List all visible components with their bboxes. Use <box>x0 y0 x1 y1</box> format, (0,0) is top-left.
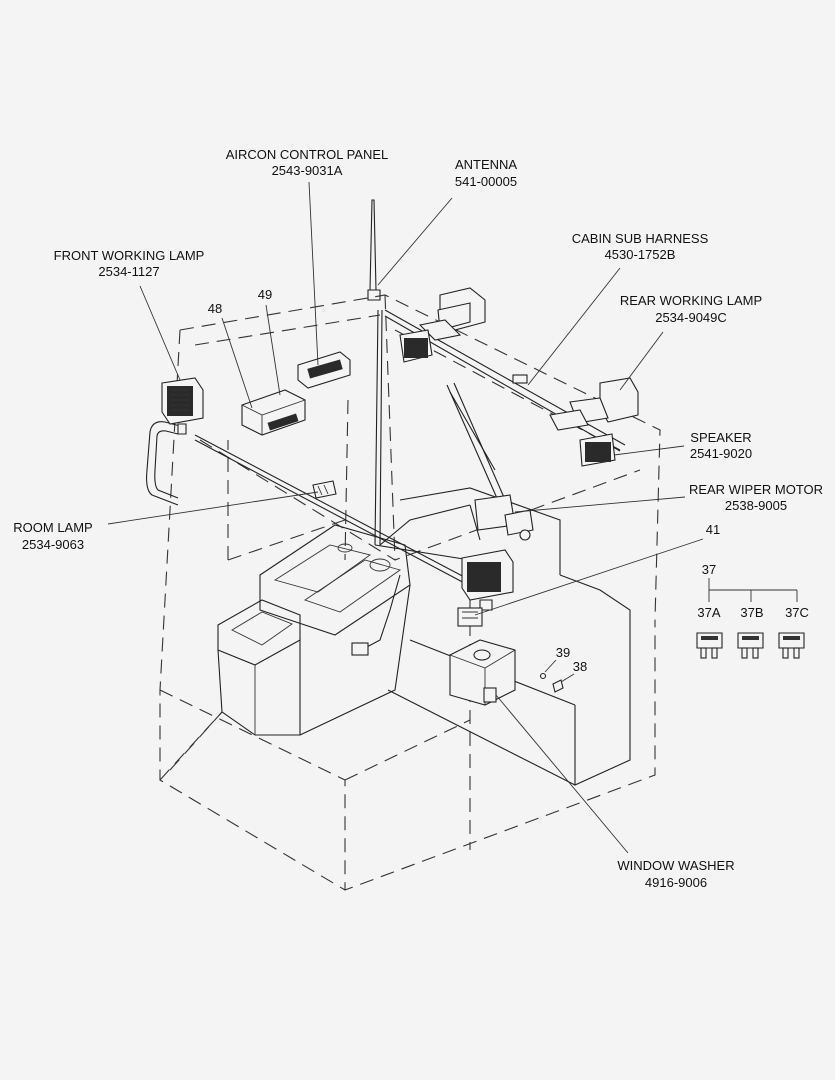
rear-lamp-label: REAR WORKING LAMP <box>620 293 762 308</box>
leader-lines <box>107 181 798 854</box>
callout-37b: 37B <box>740 605 763 620</box>
fuse-37a <box>696 632 723 659</box>
room-lamp-part <box>312 480 337 499</box>
front-working-lamp <box>161 377 204 435</box>
rear-wiper-part-number: 2538-9005 <box>725 498 787 513</box>
connectors <box>351 374 528 656</box>
grab-rail <box>146 421 181 506</box>
rear-wiper-label: REAR WIPER MOTOR <box>689 482 823 497</box>
aircon-panel <box>297 351 351 389</box>
front-lamp-label: FRONT WORKING LAMP <box>54 248 205 263</box>
screws <box>539 672 564 693</box>
front-lamp-2 <box>461 549 514 611</box>
room-lamp-label: ROOM LAMP <box>13 520 92 535</box>
antenna-label: ANTENNA <box>455 157 517 172</box>
window-washer-part-number: 4916-9006 <box>645 875 707 890</box>
cabin-harness-part-number: 4530-1752B <box>605 247 676 262</box>
speaker-part <box>579 433 616 467</box>
aircon-part-number: 2543-9031A <box>272 163 343 178</box>
speaker-part-number: 2541-9020 <box>690 446 752 461</box>
speaker-label: SPEAKER <box>690 430 751 445</box>
seat-console <box>217 487 631 786</box>
fuse-37b <box>737 632 764 659</box>
rear-working-lamp-1 <box>399 287 486 363</box>
cabin-harness-label: CABIN SUB HARNESS <box>572 231 709 246</box>
antenna-part-number: 541-00005 <box>455 174 517 189</box>
rear-lamp-part-number: 2534-9049C <box>655 310 727 325</box>
callout-37c: 37C <box>785 605 809 620</box>
rear-working-lamp-2 <box>549 377 639 431</box>
fuse-37c <box>778 632 805 659</box>
cabin-outline <box>159 294 661 891</box>
window-washer-label: WINDOW WASHER <box>617 858 734 873</box>
room-lamp-part-number: 2534-9063 <box>22 537 84 552</box>
callout-41: 41 <box>706 522 720 537</box>
callout-38: 38 <box>573 659 587 674</box>
callout-37a: 37A <box>697 605 720 620</box>
front-lamp-part-number: 2534-1127 <box>98 264 159 279</box>
callout-39: 39 <box>556 645 570 660</box>
callout-49: 49 <box>258 287 272 302</box>
callout-48: 48 <box>208 301 222 316</box>
window-washer-tank <box>449 639 516 706</box>
rear-wiper <box>446 382 534 541</box>
text-labels: AIRCON CONTROL PANEL 2543-9031A ANTENNA … <box>13 147 823 890</box>
aircon-label: AIRCON CONTROL PANEL <box>226 147 389 162</box>
antenna <box>367 199 381 301</box>
radio-unit <box>241 389 306 436</box>
callout-37: 37 <box>702 562 716 577</box>
